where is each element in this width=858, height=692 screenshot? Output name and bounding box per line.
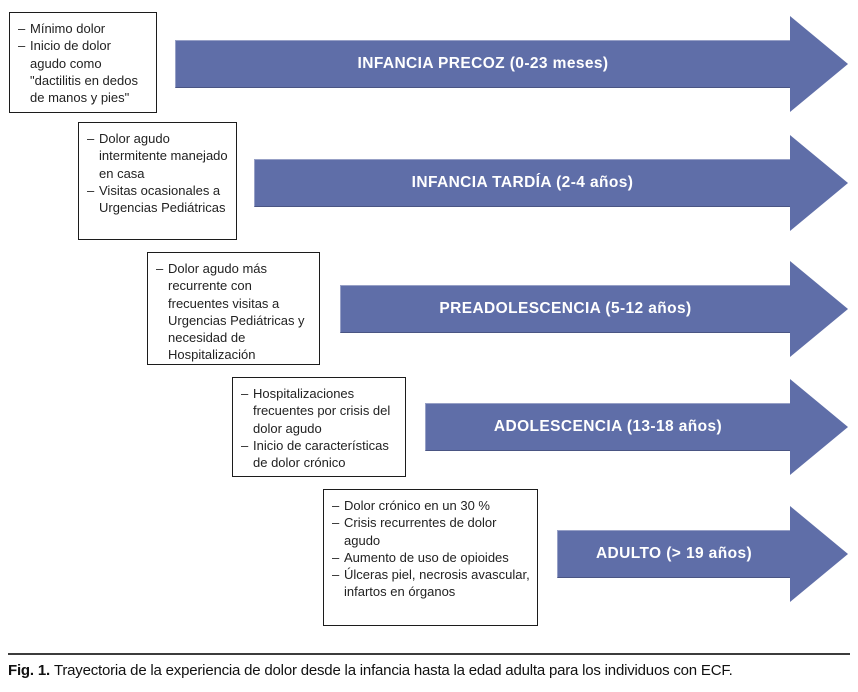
note-item: – Dolor agudo más recurrente con frecuen…: [156, 260, 313, 364]
arrow-shaft: [254, 159, 791, 207]
note-text: Dolor agudo más recurrente con frecuente…: [168, 261, 305, 363]
bullet-dash: –: [87, 182, 95, 198]
note-text: Inicio de características de dolor cróni…: [253, 437, 389, 471]
note-item: – Inicio de dolor agudo como "dactilitis…: [18, 37, 150, 106]
bullet-dash: –: [156, 261, 164, 276]
stage-notes-box: – Dolor crónico en un 30 % – Crisis recu…: [323, 489, 538, 626]
stage-arrow-label: ADULTO (> 19 años): [595, 545, 753, 562]
note-text: Visitas ocasionales a Urgencias Pediátri…: [99, 182, 226, 216]
figure-caption-text: Trayectoria de la experiencia de dolor d…: [53, 662, 733, 679]
note-text: Úlceras piel, necrosis avascular, infart…: [344, 567, 530, 600]
note-text: Dolor agudo intermitente manejado en cas…: [99, 131, 228, 181]
arrow-head-icon: [790, 16, 848, 112]
arrow-head-icon: [790, 506, 848, 602]
arrow-shaft: [557, 530, 791, 578]
figure-caption: Fig. 1.Trayectoria de la experiencia de …: [8, 662, 850, 679]
stage-notes-box: – Hospitalizaciones frecuentes por crisi…: [232, 377, 406, 477]
arrow-head-icon: [790, 379, 848, 475]
note-text: Hospitalizaciones frecuentes por crisis …: [253, 386, 391, 436]
stage-arrow: INFANCIA TARDÍA (2-4 años): [254, 135, 848, 231]
note-item: – Mínimo dolor: [18, 20, 150, 37]
stage-arrow: INFANCIA PRECOZ (0-23 meses): [175, 16, 848, 112]
note-text: Dolor crónico en un 30 %: [344, 498, 490, 513]
bullet-dash: –: [332, 498, 340, 513]
arrow-shaft: [425, 403, 791, 451]
note-item: – Inicio de características de dolor cró…: [241, 437, 399, 472]
bullet-dash: –: [332, 567, 340, 583]
arrow-shaft: [175, 40, 791, 88]
stage-arrow-label: INFANCIA PRECOZ (0-23 meses): [357, 55, 609, 72]
stage-notes-box: – Dolor agudo intermitente manejado en c…: [78, 122, 237, 240]
note-item: – Dolor agudo intermitente manejado en c…: [87, 130, 230, 182]
stage-arrow: PREADOLESCENCIA (5-12 años): [340, 261, 848, 357]
stage-arrow: ADOLESCENCIA (13-18 años): [425, 379, 848, 475]
bullet-dash: –: [87, 131, 95, 146]
note-text: Inicio de dolor agudo como "dactilitis e…: [30, 38, 138, 106]
bullet-dash: –: [18, 38, 26, 54]
note-item: – Dolor crónico en un 30 %: [332, 497, 531, 514]
caption-divider: Fig. 1.Trayectoria de la experiencia de …: [8, 653, 850, 679]
bullet-dash: –: [332, 549, 340, 565]
arrow-shaft: [340, 285, 791, 333]
stage-notes-box: – Dolor agudo más recurrente con frecuen…: [147, 252, 320, 365]
stage-arrow: ADULTO (> 19 años): [557, 506, 848, 602]
bullet-dash: –: [241, 386, 249, 401]
note-item: – Crisis recurrentes de dolor agudo: [332, 514, 531, 549]
note-item: – Úlceras piel, necrosis avascular, infa…: [332, 566, 531, 601]
note-text: Mínimo dolor: [30, 21, 106, 36]
stage-arrow-label: INFANCIA TARDÍA (2-4 años): [411, 174, 634, 191]
note-item: – Aumento de uso de opioides: [332, 549, 531, 566]
bullet-dash: –: [332, 515, 340, 531]
bullet-dash: –: [241, 437, 249, 453]
figure-caption-label: Fig. 1.: [8, 662, 50, 679]
note-item: – Hospitalizaciones frecuentes por crisi…: [241, 385, 399, 437]
note-text: Aumento de uso de opioides: [344, 549, 509, 565]
stage-notes-box: – Mínimo dolor – Inicio de dolor agudo c…: [9, 12, 157, 113]
stage-arrow-label: ADOLESCENCIA (13-18 años): [493, 418, 723, 435]
arrow-head-icon: [790, 261, 848, 357]
stage-arrow-label: PREADOLESCENCIA (5-12 años): [439, 300, 692, 317]
note-text: Crisis recurrentes de dolor agudo: [344, 515, 497, 548]
note-item: – Visitas ocasionales a Urgencias Pediát…: [87, 182, 230, 217]
arrow-head-icon: [790, 135, 848, 231]
bullet-dash: –: [18, 21, 26, 36]
